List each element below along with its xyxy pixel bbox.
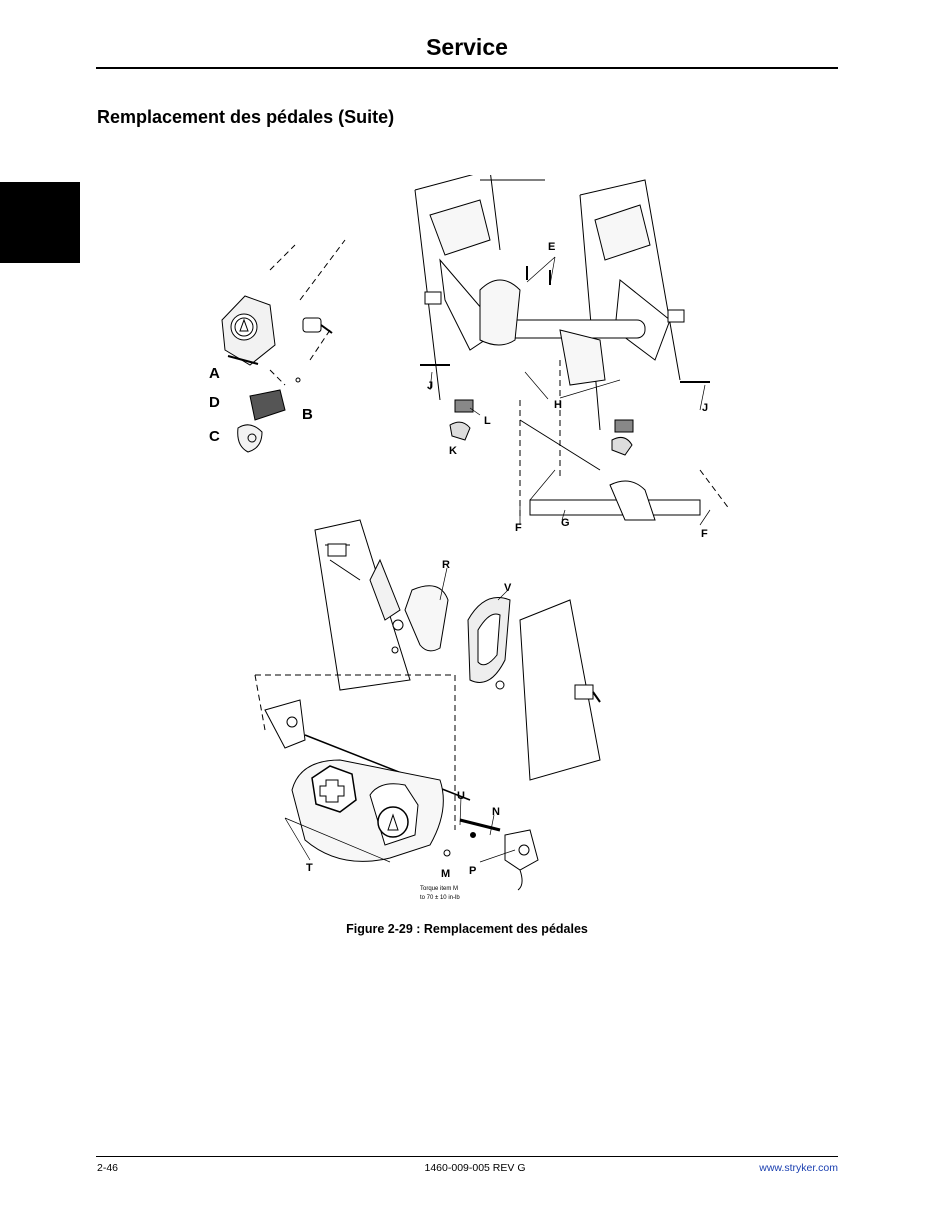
- label-t: T: [306, 862, 313, 874]
- label-h: H: [554, 399, 562, 411]
- label-f-left: F: [515, 522, 522, 534]
- middle-pedal-assembly: [315, 520, 600, 780]
- label-c: C: [209, 428, 220, 445]
- left-pedal-assembly: [222, 240, 345, 452]
- label-k: K: [449, 445, 457, 457]
- footer-rule: [96, 1156, 838, 1157]
- exploded-view-diagram: A B C D E F F G H J J K L R V T U N M P …: [200, 175, 750, 910]
- torque-note-line-2: to 70 ± 10 in-lb: [420, 895, 460, 901]
- label-e: E: [548, 241, 555, 253]
- label-d: D: [209, 394, 220, 411]
- figure-caption: Figure 2-29 : Remplacement des pédales: [96, 922, 838, 936]
- label-j-right: J: [702, 402, 708, 414]
- torque-note-line-1: Torque item M: [420, 886, 458, 892]
- main-frame-assembly: [415, 175, 730, 525]
- label-v: V: [504, 582, 512, 594]
- page-header-title: Service: [96, 34, 838, 61]
- label-g: G: [561, 517, 570, 529]
- label-u: U: [457, 790, 465, 802]
- label-p: P: [469, 865, 476, 877]
- label-r: R: [442, 559, 450, 571]
- header-rule: [96, 67, 838, 69]
- label-f-right: F: [701, 528, 708, 540]
- label-b: B: [302, 406, 313, 423]
- label-m: M: [441, 868, 450, 880]
- section-title: Remplacement des pédales (Suite): [97, 107, 394, 128]
- bottom-pedal-assembly: [255, 675, 538, 890]
- website-link[interactable]: www.stryker.com: [759, 1162, 838, 1174]
- chapter-tab: [0, 182, 80, 263]
- label-n: N: [492, 806, 500, 818]
- label-j-left: J: [427, 380, 433, 392]
- label-a: A: [209, 365, 220, 382]
- label-l: L: [484, 415, 491, 427]
